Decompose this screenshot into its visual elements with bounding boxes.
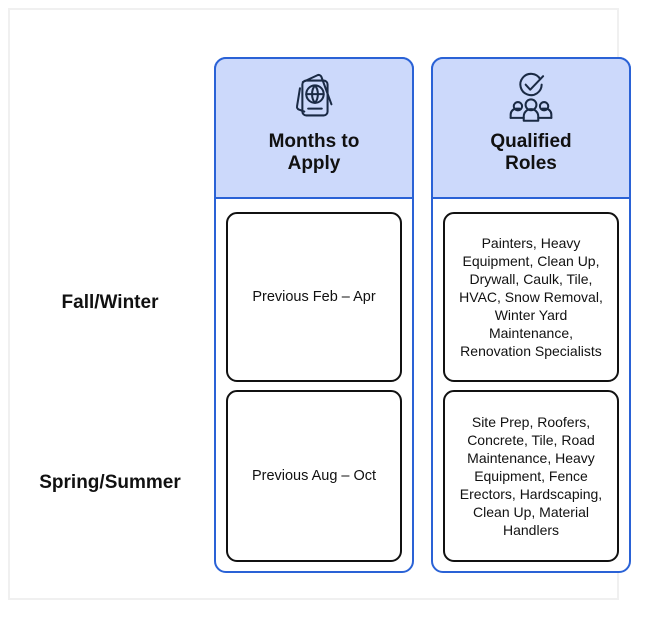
column-title-line1: Qualified [490,131,572,152]
cell-roles-fall-winter-text: Painters, Heavy Equipment, Clean Up, Dry… [459,235,603,359]
column-title-qualified-roles: Qualified Roles [490,131,571,175]
row-label-fall-winter: Fall/Winter [61,292,159,313]
column-months-to-apply: Months to Apply Previous Feb – Apr Previ… [214,57,414,573]
column-header-months-to-apply: Months to Apply [214,57,414,199]
column-title-line2: Apply [287,153,341,174]
row-label-spring-summer: Spring/Summer [39,472,181,493]
column-title-line1: Months to [268,131,360,152]
cell-months-fall-winter-text: Previous Feb – Apr [252,289,376,305]
cell-months-spring-summer: Previous Aug – Oct [226,390,402,562]
passports-globe-icon [283,67,345,129]
cell-roles-spring-summer-text: Site Prep, Roofers, Concrete, Tile, Road… [459,414,603,538]
cell-roles-fall-winter: Painters, Heavy Equipment, Clean Up, Dry… [443,212,619,382]
column-qualified-roles: Qualified Roles Painters, Heavy Equipmen… [431,57,631,573]
verified-people-icon [500,67,562,129]
cell-roles-spring-summer: Site Prep, Roofers, Concrete, Tile, Road… [443,390,619,562]
cell-months-fall-winter: Previous Feb – Apr [226,212,402,382]
column-title-months-to-apply: Months to Apply [269,131,360,175]
column-header-qualified-roles: Qualified Roles [431,57,631,199]
cell-months-spring-summer-text: Previous Aug – Oct [251,468,377,484]
column-title-line2: Roles [505,153,557,174]
diagram-frame: Fall/Winter Spring/Summer Months to Appl… [8,8,631,600]
